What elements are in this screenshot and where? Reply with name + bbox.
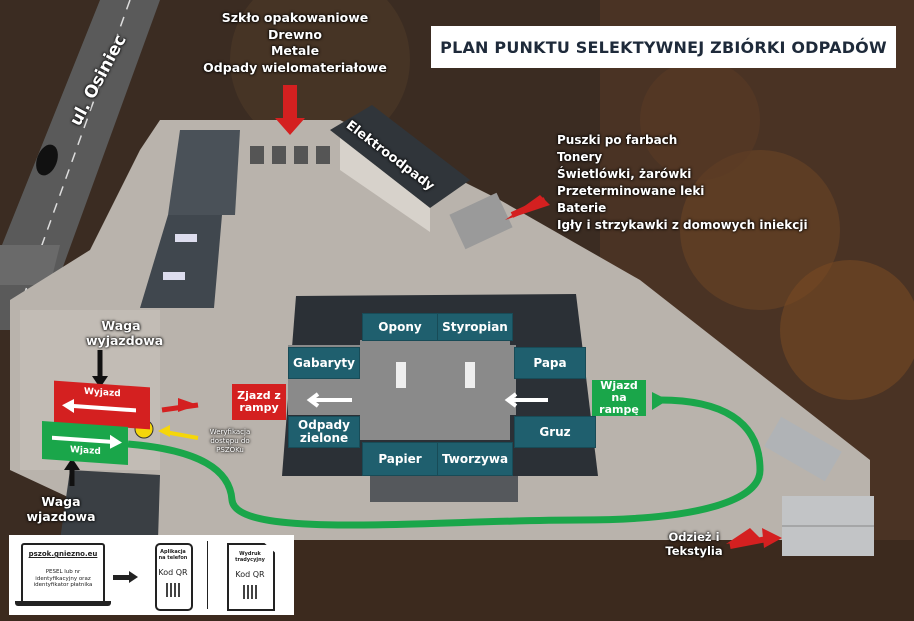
laptop-icon [21,543,105,605]
tile-odpady-zielone: Odpady zielone [288,416,360,448]
qr-code-icon [166,583,180,597]
top-waste-item: Szkło opakowaniowe [221,10,369,25]
building-bottom-left [60,470,160,540]
weryfikacja-label: Weryfikacja dostępu do PSZOKu [209,428,251,454]
tile-gabaryty: Gabaryty [288,347,360,379]
hazard-item: Igły i strzykawki z domowych iniekcji [557,218,808,232]
access-legend: pszok.gniezno.eu PESEL lub nr identyfika… [9,535,294,615]
tile-styropian: Styropian [437,313,513,341]
tile-gruz: Gruz [514,416,596,448]
waga-wyjazdowa-label: Waga wyjazdowa [86,318,164,348]
green-route [127,396,764,529]
arrow-right-icon [113,575,131,580]
qr-code-icon [243,585,257,599]
odziez-label: Odzież i Tekstylia [665,530,723,558]
phone-icon [155,543,193,611]
legend-app-title: Aplikacja na telefon [158,549,188,561]
wjazd-label: Wjazd [70,444,101,458]
hazard-item: Puszki po farbach [557,133,678,147]
elektro-building [330,105,470,208]
hazard-container [449,192,513,250]
tile-papier: Papier [362,442,438,476]
top-waste-item: Odpady wielomateriałowe [203,59,387,75]
top-waste-item: Drewno [267,26,323,42]
wjazd-rampa-sign: Wjazd na rampę [592,380,646,416]
waga-wjazdowa-label: Waga wjazdowa [26,494,96,524]
building-left-top [168,130,240,215]
hazard-item: Tonery [557,150,603,164]
wjazd-lane: Wjazd [42,420,128,466]
top-waste-item: Metale [270,43,320,58]
red-arrow-top [275,85,305,135]
legend-pesel: PESEL lub nr identyfikacyjny oraz identy… [33,569,93,588]
legend-divider [207,541,208,609]
hazard-item: Świetlówki, żarówki [557,167,692,181]
top-waste-list: Szkło opakowaniowe Drewno Metale Odpady … [200,10,390,76]
legend-print-code: Kod QR [235,570,265,579]
page-title: PLAN PUNKTU SELEKTYWNEJ ZBIÓRKI ODPADÓW [440,37,887,57]
hazard-item: Baterie [557,201,607,215]
legend-app-code: Kod QR [158,568,188,577]
zjazd-sign: Zjazd z rampy [232,384,286,420]
legend-print-title: Wydruk tradycyjny [235,551,265,563]
car [36,144,58,176]
legend-site: pszok.gniezno.eu [28,550,98,558]
wyjazd-label: Wyjazd [84,386,121,400]
hazard-item: Przeterminowane leki [557,184,705,198]
container-right-1 [764,416,842,482]
tile-papa: Papa [514,347,586,379]
hazard-waste-list: Puszki po farbach Tonery Świetlówki, żar… [557,132,808,234]
building-left-bottom [140,215,222,308]
tile-opony: Opony [362,313,438,341]
document-icon [227,543,275,611]
title-box: PLAN PUNKTU SELEKTYWNEJ ZBIÓRKI ODPADÓW [431,26,896,68]
tile-tworzywa: Tworzywa [437,442,513,476]
